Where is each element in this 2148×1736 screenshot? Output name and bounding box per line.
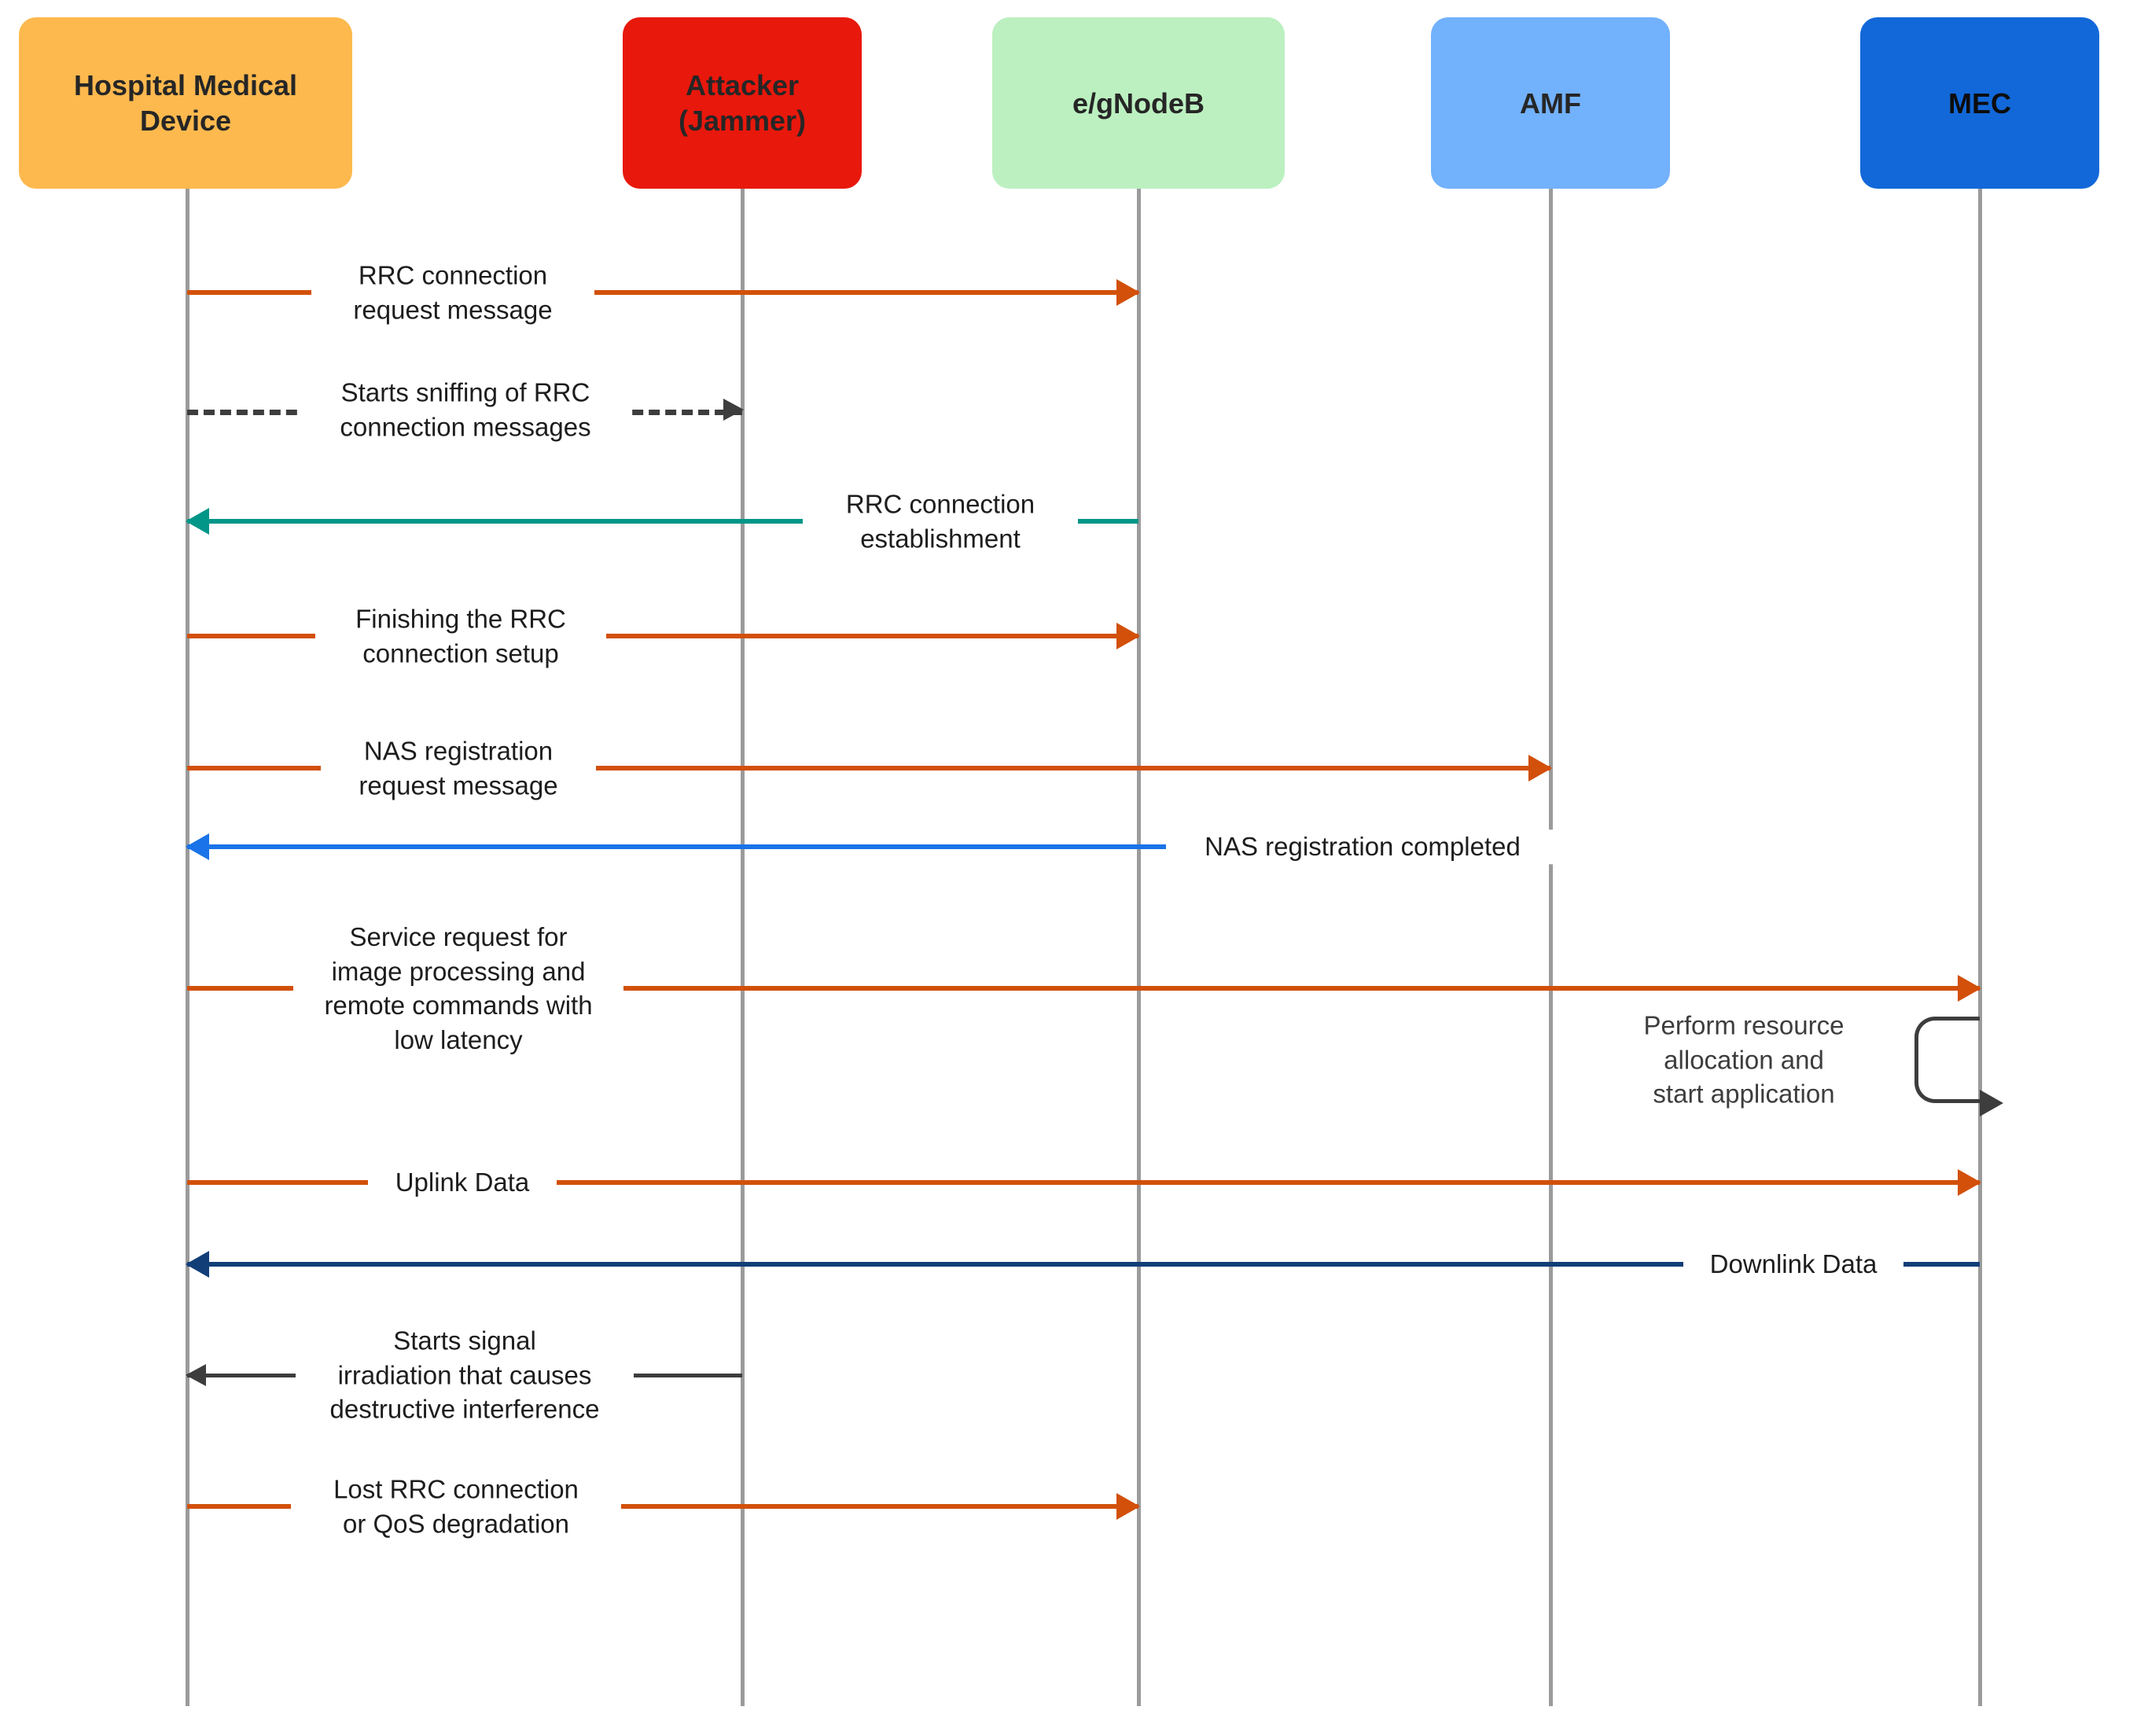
message-label: Finishing the RRC connection setup: [315, 601, 606, 671]
arrowhead-left-icon: [186, 508, 209, 535]
participant-attacker[interactable]: Attacker (Jammer): [623, 17, 862, 189]
message-label: NAS registration request message: [321, 734, 596, 803]
arrowhead-right-icon: [1528, 755, 1552, 782]
participant-amf[interactable]: AMF: [1431, 17, 1670, 189]
message-line: [187, 986, 1980, 991]
message-line: [187, 844, 1550, 849]
message-line: [187, 766, 1550, 771]
message-line: [187, 290, 1138, 295]
self-message-label: Perform resource allocation and start ap…: [1643, 1010, 1845, 1109]
message-line: [187, 1262, 1980, 1267]
arrowhead-left-icon: [186, 833, 209, 860]
arrowhead-right-icon: [1116, 623, 1140, 649]
lifeline-attacker: [741, 189, 745, 1706]
participant-label: e/gNodeB: [1072, 86, 1205, 120]
message-label: Starts signal irradiation that causes de…: [296, 1323, 634, 1427]
self-message-perform-resource-allocation[interactable]: [1914, 1017, 2003, 1116]
arrowhead-right-icon: [1116, 279, 1140, 306]
message-label: Service request for image processing and…: [293, 919, 623, 1057]
arrowhead-right-icon: [1980, 1090, 2003, 1116]
participant-label: Attacker (Jammer): [678, 69, 807, 137]
arrowhead-right-icon: [1958, 975, 1981, 1002]
lifeline-amf: [1549, 189, 1553, 1706]
message-line: [187, 634, 1138, 638]
message-label: RRC connection establishment: [803, 487, 1078, 556]
lifeline-gnodeb: [1137, 189, 1141, 1706]
participant-label: AMF: [1520, 86, 1581, 120]
message-label: RRC connection request message: [311, 258, 594, 327]
arrowhead-right-icon: [723, 399, 744, 421]
participant-label: MEC: [1948, 86, 2011, 120]
message-line: [187, 1504, 1138, 1509]
arrowhead-right-icon: [1958, 1169, 1981, 1196]
participant-gnodeb[interactable]: e/gNodeB: [992, 17, 1285, 189]
message-label: Downlink Data: [1683, 1247, 1903, 1282]
arrowhead-left-icon: [186, 1364, 206, 1386]
message-line: [187, 1180, 1980, 1185]
participant-mec[interactable]: MEC: [1860, 17, 2099, 189]
message-label: NAS registration completed: [1166, 829, 1559, 864]
arrowhead-left-icon: [186, 1251, 209, 1278]
message-label: Uplink Data: [368, 1165, 557, 1200]
participant-device[interactable]: Hospital Medical Device: [19, 17, 352, 189]
self-loop-path: [1914, 1017, 1980, 1103]
message-label: Lost RRC connection or QoS degradation: [291, 1472, 621, 1541]
lifeline-mec: [1978, 189, 1982, 1706]
arrowhead-right-icon: [1116, 1493, 1140, 1520]
message-label: Starts sniffing of RRC connection messag…: [300, 375, 631, 444]
message-line: [187, 519, 1138, 524]
participant-label: Hospital Medical Device: [73, 69, 298, 137]
lifeline-device: [186, 189, 189, 1706]
